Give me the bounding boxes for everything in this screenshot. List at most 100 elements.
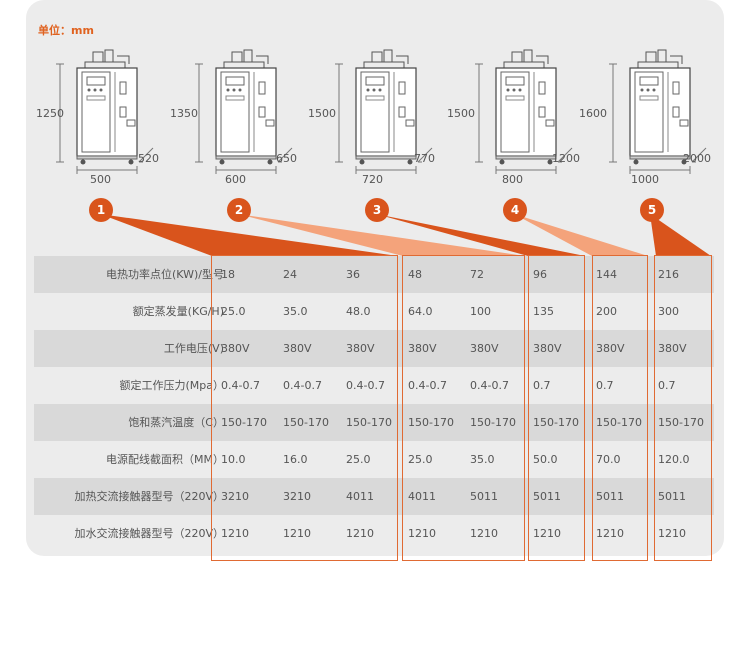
width-dimension: 1000 <box>631 173 659 186</box>
table-cell: 100 <box>470 305 491 318</box>
table-cell: 48 <box>408 268 422 281</box>
table-cell: 25.0 <box>221 305 246 318</box>
table-cell: 3210 <box>221 490 249 503</box>
table-cell: 36 <box>346 268 360 281</box>
height-dimension: 1500 <box>447 107 475 120</box>
table-cell: 0.4-0.7 <box>221 379 260 392</box>
table-row: 额定蒸发量(KG/H)25.0 35.0 48.0 64.0 100 135 200 300 <box>34 293 714 330</box>
wedge-4 <box>514 214 648 256</box>
table-cell: 0.4-0.7 <box>346 379 385 392</box>
table-cell: 150-170 <box>408 416 454 429</box>
depth-dimension: 770 <box>414 152 435 165</box>
table-cell: 150-170 <box>470 416 516 429</box>
table-cell: 48.0 <box>346 305 371 318</box>
table-cell: 35.0 <box>470 453 495 466</box>
table-cell: 135 <box>533 305 554 318</box>
table-cell: 0.4-0.7 <box>408 379 447 392</box>
depth-dimension: 1200 <box>552 152 580 165</box>
table-cell: 380V <box>658 342 687 355</box>
steam-generator-drawing <box>475 49 573 174</box>
table-cell: 16.0 <box>283 453 308 466</box>
table-cell: 144 <box>596 268 617 281</box>
table-cell: 24 <box>283 268 297 281</box>
table-cell: 0.7 <box>533 379 551 392</box>
group-outline-3 <box>528 255 585 561</box>
table-cell: 0.4-0.7 <box>283 379 322 392</box>
table-cell: 5011 <box>596 490 624 503</box>
row-label: 额定工作压力(Mpa） <box>119 379 224 392</box>
table-cell: 4011 <box>408 490 436 503</box>
group-outline-1 <box>211 255 398 561</box>
wedge-5 <box>650 214 711 256</box>
row-label: 电源配线截面积（MM） <box>106 453 224 466</box>
steam-generator-drawing <box>335 49 433 174</box>
table-cell: 150-170 <box>596 416 642 429</box>
row-label: 电热功率点位(KW)/型号 <box>106 268 224 281</box>
row-label: 饱和蒸汽温度（C） <box>128 416 224 429</box>
table-cell: 380V <box>470 342 499 355</box>
table-cell: 150-170 <box>533 416 579 429</box>
table-cell: 3210 <box>283 490 311 503</box>
model-group-badge: 5 <box>640 198 664 222</box>
height-dimension: 1500 <box>308 107 336 120</box>
table-cell: 1210 <box>470 527 498 540</box>
model-group-badge: 4 <box>503 198 527 222</box>
table-cell: 300 <box>658 305 679 318</box>
steam-generator-drawing <box>56 49 154 174</box>
model-group-badge: 2 <box>227 198 251 222</box>
table-cell: 1210 <box>221 527 249 540</box>
table-cell: 380V <box>221 342 250 355</box>
table-cell: 1210 <box>346 527 374 540</box>
table-cell: 1210 <box>596 527 624 540</box>
table-cell: 5011 <box>658 490 686 503</box>
table-cell: 380V <box>596 342 625 355</box>
table-cell: 0.4-0.7 <box>470 379 509 392</box>
wedge-1 <box>100 214 398 256</box>
table-cell: 1210 <box>533 527 561 540</box>
table-cell: 1210 <box>658 527 686 540</box>
table-cell: 70.0 <box>596 453 621 466</box>
group-outline-4 <box>592 255 648 561</box>
table-cell: 150-170 <box>283 416 329 429</box>
row-label: 额定蒸发量(KG/H) <box>132 305 224 318</box>
row-label: 工作电压(V) <box>163 342 224 355</box>
depth-dimension: 650 <box>276 152 297 165</box>
table-cell: 25.0 <box>346 453 371 466</box>
table-cell: 1210 <box>408 527 436 540</box>
height-dimension: 1350 <box>170 107 198 120</box>
depth-dimension: 520 <box>138 152 159 165</box>
group-outline-5 <box>654 255 712 561</box>
width-dimension: 500 <box>90 173 111 186</box>
table-cell: 64.0 <box>408 305 433 318</box>
table-cell: 72 <box>470 268 484 281</box>
table-cell: 0.7 <box>658 379 676 392</box>
table-cell: 120.0 <box>658 453 690 466</box>
row-label: 加热交流接触器型号（220V） <box>74 490 224 503</box>
table-cell: 35.0 <box>283 305 308 318</box>
height-dimension: 1250 <box>36 107 64 120</box>
table-cell: 0.7 <box>596 379 614 392</box>
table-cell: 216 <box>658 268 679 281</box>
wedge-2 <box>238 214 525 256</box>
unit-label: 单位：mm <box>38 24 94 37</box>
table-cell: 25.0 <box>408 453 433 466</box>
width-dimension: 800 <box>502 173 523 186</box>
height-dimension: 1600 <box>579 107 607 120</box>
table-cell: 150-170 <box>221 416 267 429</box>
table-cell: 5011 <box>470 490 498 503</box>
width-dimension: 600 <box>225 173 246 186</box>
table-cell: 200 <box>596 305 617 318</box>
depth-dimension: 2000 <box>683 152 711 165</box>
steam-generator-drawing <box>609 49 707 174</box>
row-label: 加水交流接触器型号（220V） <box>74 527 224 540</box>
model-group-badge: 1 <box>89 198 113 222</box>
table-cell: 380V <box>533 342 562 355</box>
table-cell: 10.0 <box>221 453 246 466</box>
width-dimension: 720 <box>362 173 383 186</box>
